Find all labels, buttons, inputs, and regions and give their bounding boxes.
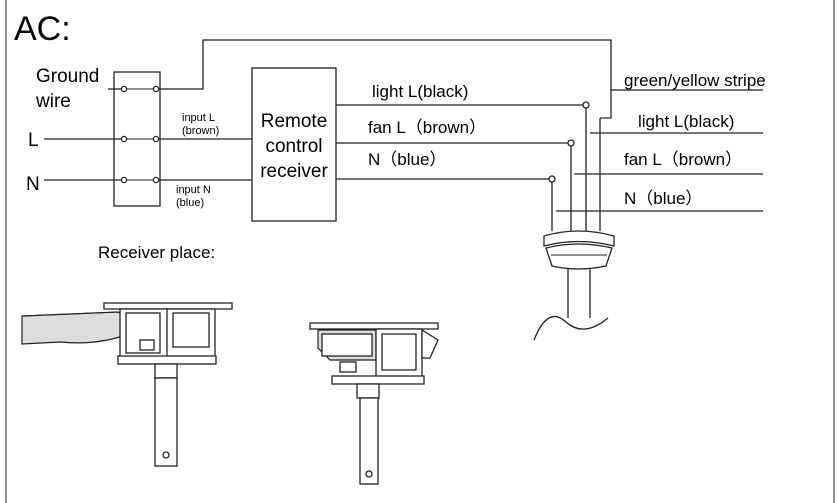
input-n-label-2: (blue)	[176, 197, 204, 209]
n-label: N	[26, 174, 40, 195]
right-light-label: light L(black)	[638, 112, 734, 131]
terminal-ground	[120, 85, 160, 93]
receiver-label-1: Remote	[261, 111, 328, 132]
ground-wire-label-1: Ground	[36, 66, 99, 87]
fan-canopy-connector	[533, 230, 615, 341]
right-fan-label: fan L（brown）	[624, 150, 742, 169]
mount-illustration-2	[309, 322, 439, 485]
light-junction	[582, 101, 590, 109]
ground-wire-run	[159, 39, 763, 91]
output-fan-label: fan L（brown）	[368, 118, 486, 137]
input-l-label-1: input L	[182, 112, 215, 124]
receiver-place-label: Receiver place:	[98, 243, 215, 262]
right-n-label: N（blue）	[624, 189, 702, 208]
receiver-label-3: receiver	[260, 161, 328, 182]
title: AC:	[14, 10, 71, 48]
terminal-l	[120, 135, 160, 143]
fan-junction	[567, 139, 575, 147]
n-junction	[548, 175, 556, 183]
l-label: L	[28, 130, 39, 151]
output-n-label: N（blue）	[368, 150, 446, 169]
ground-wire-label-2: wire	[35, 91, 71, 112]
input-l-label-2: (brown)	[182, 125, 219, 137]
remote-control-receiver-box	[251, 67, 337, 222]
mount-illustration-1	[21, 302, 233, 467]
input-n-label-1: input N	[176, 184, 211, 196]
terminal-n	[120, 176, 160, 184]
receiver-label-2: control	[265, 136, 322, 157]
output-light-label: light L(black)	[372, 82, 468, 101]
ground-link	[600, 90, 612, 119]
n-output-wire	[336, 178, 553, 231]
right-ground-label: green/yellow stripe	[624, 71, 766, 90]
